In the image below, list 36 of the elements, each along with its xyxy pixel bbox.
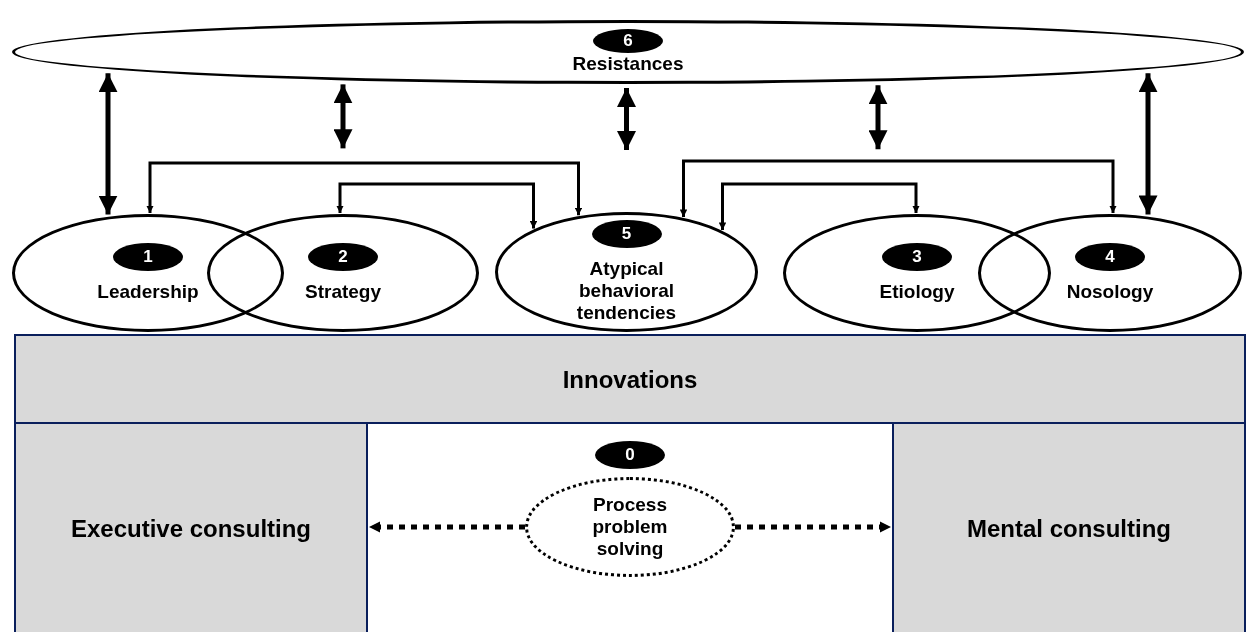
dotted-arrow: [735, 521, 891, 533]
node-label: Atypical behavioral tendencies: [575, 258, 678, 324]
node-label: Mental consulting: [967, 514, 1171, 542]
panel-box: [14, 422, 368, 632]
panel-box: [14, 334, 1246, 424]
double-arrow: [679, 159, 1117, 217]
double-arrow: [336, 182, 538, 229]
double-arrow: [146, 161, 583, 216]
number-badge: 6: [593, 29, 663, 53]
double-arrow: [333, 84, 353, 149]
dotted-arrow: [369, 521, 525, 533]
double-arrow: [98, 73, 118, 215]
ellipse-node: [495, 212, 758, 332]
ellipse-node: [783, 214, 1051, 332]
number-badge: 4: [1075, 243, 1145, 271]
double-arrow: [718, 182, 920, 230]
panel-box: [892, 422, 1246, 632]
number-badge: 1: [113, 243, 183, 271]
ellipse-node: [207, 214, 479, 332]
node-label: Process problem solving: [591, 494, 669, 560]
number-badge: 3: [882, 243, 952, 271]
node-label: Nosology: [1066, 281, 1154, 303]
node-label: Etiology: [879, 281, 955, 303]
ellipse-node: [12, 214, 284, 332]
node-label: Executive consulting: [70, 514, 312, 542]
node-label: Innovations: [562, 365, 698, 393]
double-arrow: [868, 85, 888, 150]
node-label: Resistances: [572, 53, 684, 75]
number-badge: 5: [591, 220, 662, 248]
double-arrow: [617, 88, 636, 150]
ellipse-node: [978, 214, 1242, 332]
number-badge: 2: [308, 243, 378, 271]
node-label: Strategy: [305, 281, 381, 303]
ellipse-node: [12, 20, 1244, 84]
double-arrow: [1138, 73, 1158, 215]
node-label: Leadership: [97, 281, 199, 303]
